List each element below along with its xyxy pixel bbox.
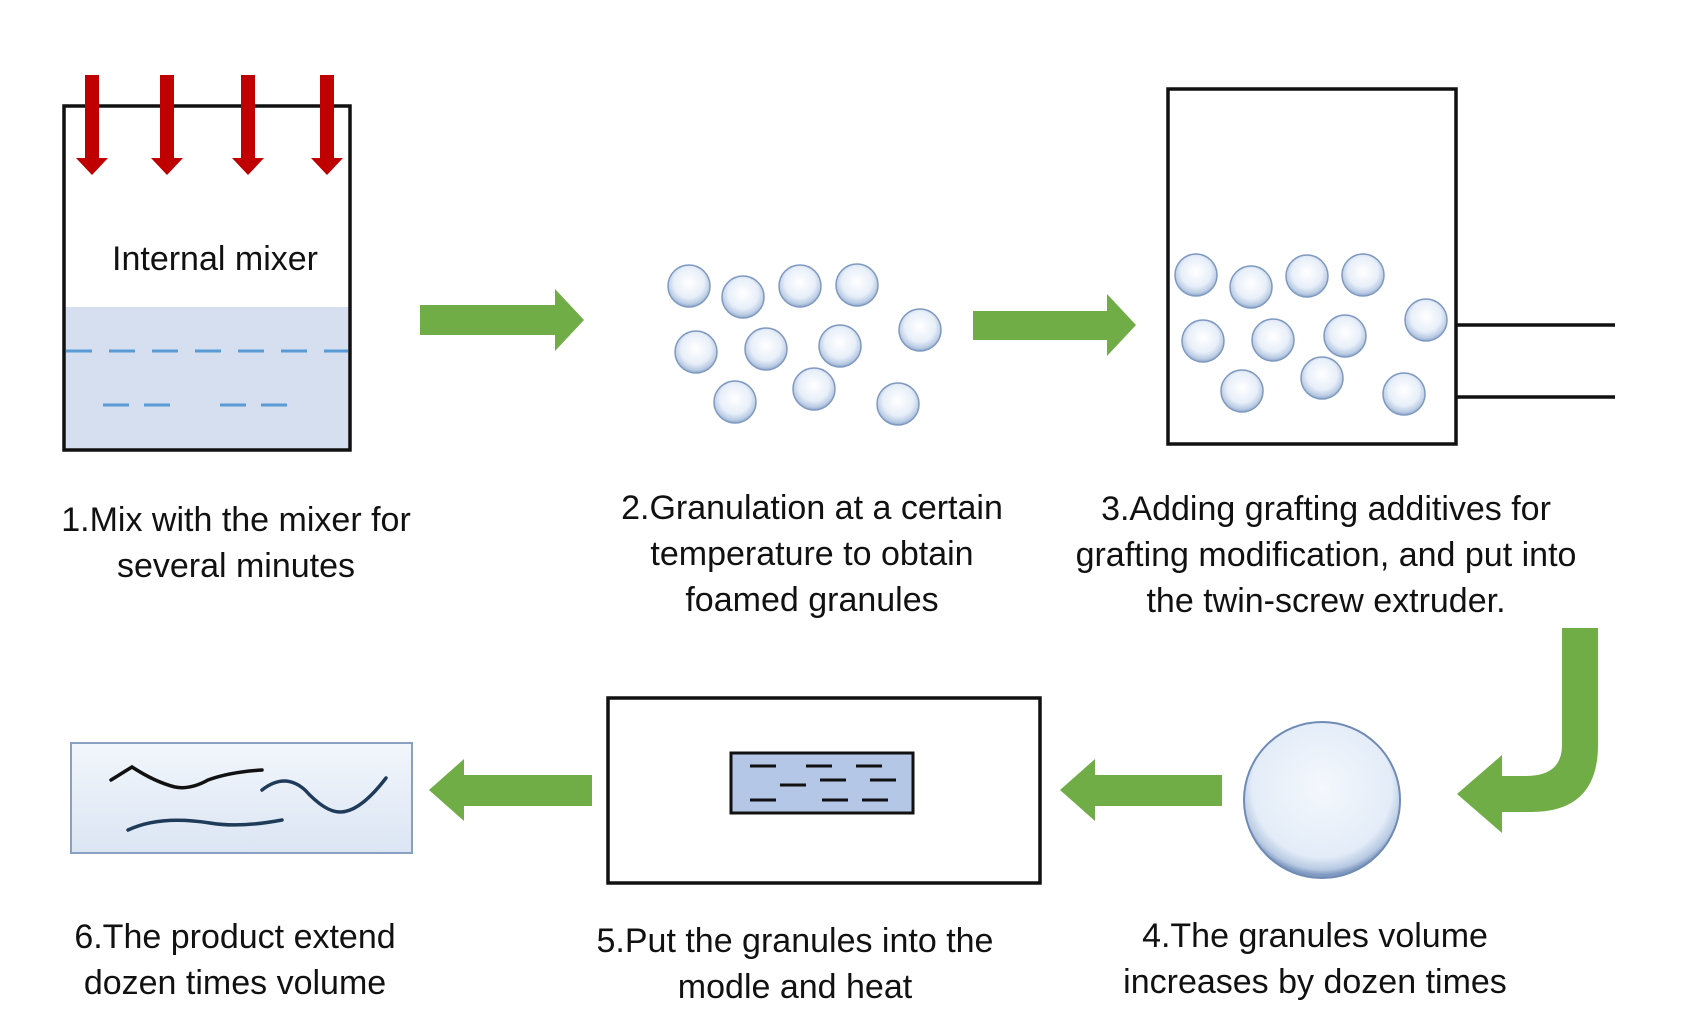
caption-line: the twin-screw extruder. <box>1146 582 1506 620</box>
mixer-liquid <box>65 307 349 449</box>
granule <box>744 327 788 371</box>
caption-line: 1.Mix with the mixer for <box>61 501 411 539</box>
heat-arrow-down <box>311 75 343 175</box>
mold <box>606 696 1042 885</box>
heat-arrow-down <box>151 75 183 175</box>
flow-arrow-right <box>420 289 584 351</box>
expanded-product <box>70 742 413 854</box>
granule <box>1220 369 1264 413</box>
granule <box>1174 253 1218 297</box>
step-4-caption: 4.The granules volume increases by dozen… <box>1098 913 1532 1005</box>
caption-line: grafting modification, and put into <box>1075 536 1577 574</box>
flow-arrow-right <box>973 294 1136 356</box>
caption-line: temperature to obtain <box>650 535 974 573</box>
twin-screw-extruder <box>1166 87 1615 446</box>
product-block <box>70 742 413 854</box>
caption-line: 5.Put the granules into the <box>596 922 994 960</box>
mold-granule-block <box>729 751 915 815</box>
flow-arrow-bent <box>1457 628 1598 833</box>
granule <box>792 367 836 411</box>
granule <box>1382 372 1426 416</box>
granule <box>835 263 879 307</box>
caption-line: several minutes <box>116 547 356 585</box>
caption-line: modle and heat <box>677 968 913 1006</box>
granule <box>1285 254 1329 298</box>
foamed-granules <box>667 263 942 426</box>
caption-line: 4.The granules volume <box>1142 917 1488 955</box>
caption-line: increases by dozen times <box>1123 963 1507 1001</box>
internal-mixer: Internal mixer <box>62 104 352 452</box>
granule <box>1404 298 1448 342</box>
granule <box>1251 318 1295 362</box>
granule <box>713 380 757 424</box>
granule <box>674 330 718 374</box>
product-fiber <box>126 818 284 832</box>
caption-line: 2.Granulation at a certain <box>621 489 1003 527</box>
caption-line: foamed granules <box>685 581 939 619</box>
mixer-label: Internal mixer <box>112 240 318 278</box>
step-1-caption: 1.Mix with the mixer for several minutes <box>18 497 454 589</box>
caption-line: dozen times volume <box>83 964 387 1002</box>
granule <box>1229 265 1273 309</box>
mixer-container <box>62 104 352 452</box>
granule <box>876 382 920 426</box>
granule <box>818 324 862 368</box>
step-5-caption: 5.Put the granules into the modle and he… <box>570 918 1020 1010</box>
step-6-caption: 6.The product extend dozen times volume <box>30 914 440 1006</box>
granule <box>1181 319 1225 363</box>
heat-arrows <box>76 75 343 175</box>
heat-arrow-down <box>76 75 108 175</box>
step-2-caption: 2.Granulation at a certain temperature t… <box>592 485 1032 623</box>
flow-arrow-left <box>429 759 592 821</box>
flow-arrow-left <box>1060 759 1222 821</box>
granule <box>1341 253 1385 297</box>
granule <box>667 264 711 308</box>
granule <box>1323 314 1367 358</box>
mold-texture <box>750 764 896 802</box>
step-3-caption: 3.Adding grafting additives for grafting… <box>1045 486 1607 624</box>
granule <box>1300 356 1344 400</box>
product-fiber <box>109 764 264 790</box>
granule <box>898 308 942 352</box>
caption-line: 3.Adding grafting additives for <box>1101 490 1551 528</box>
heat-arrow-down <box>232 75 264 175</box>
caption-line: 6.The product extend <box>74 918 396 956</box>
granule <box>721 275 765 319</box>
granule <box>778 264 822 308</box>
product-fiber <box>260 776 388 814</box>
enlarged-granule <box>1243 721 1401 879</box>
